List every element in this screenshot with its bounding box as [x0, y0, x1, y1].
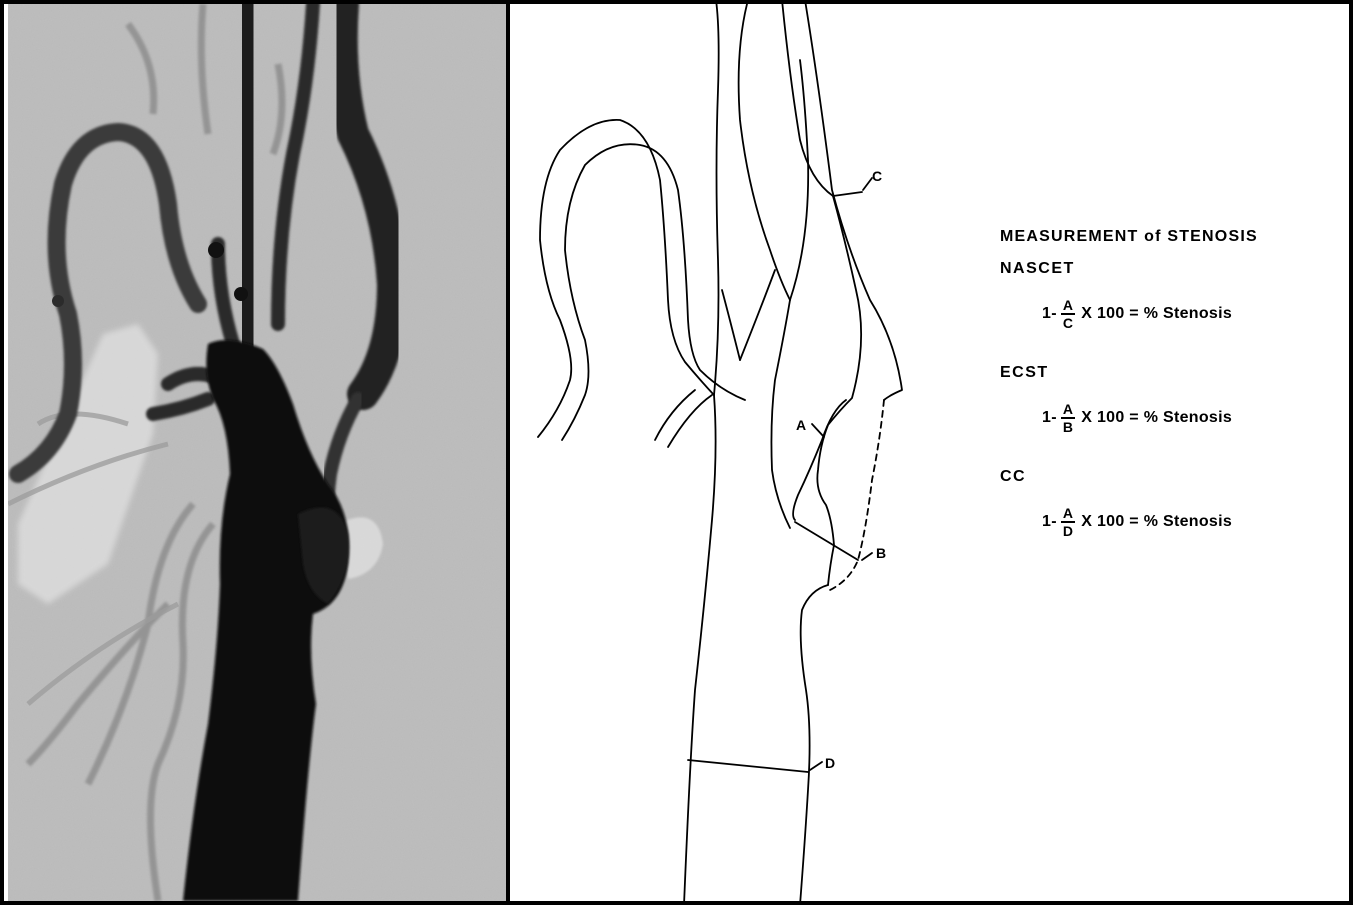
fraction-denominator: C [1061, 313, 1075, 331]
angiogram-image [8, 4, 506, 901]
label-b: B [876, 545, 886, 561]
dashed-wall [830, 400, 884, 590]
line-b [795, 522, 858, 560]
line-d [688, 760, 808, 772]
eca-trunk-right [739, 4, 790, 300]
formula-suffix: X 100 = % Stenosis [1081, 409, 1232, 427]
fraction-numerator: A [1061, 297, 1075, 313]
eca-join [740, 270, 775, 360]
formula-prefix: 1- [1042, 409, 1057, 427]
line-c [833, 192, 862, 196]
ica-outer-wall [805, 4, 902, 400]
label-c: C [872, 168, 882, 184]
legend-title: MEASUREMENT of STENOSIS [1000, 228, 1330, 246]
formula-suffix: X 100 = % Stenosis [1081, 305, 1232, 323]
formula-suffix: X 100 = % Stenosis [1081, 513, 1232, 531]
formula-cc: 1- A D X 100 = % Stenosis [1042, 502, 1330, 542]
arrow-b [862, 553, 872, 560]
formula-ecst: 1- A B X 100 = % Stenosis [1042, 398, 1330, 438]
loop-outer [538, 120, 714, 437]
formula-fraction: A C [1061, 297, 1075, 331]
angiogram-svg [8, 4, 506, 901]
carotid-diagram-svg: A B C D [510, 4, 970, 901]
method-cc: CC [1000, 468, 1330, 486]
eca-trunk-left [714, 4, 719, 395]
method-ecst: ECST [1000, 364, 1330, 382]
arrow-a [812, 424, 824, 437]
arrow-d [810, 762, 822, 770]
formula-prefix: 1- [1042, 513, 1057, 531]
formula-prefix: 1- [1042, 305, 1057, 323]
eca-branch [771, 300, 790, 528]
fraction-numerator: A [1061, 505, 1075, 521]
ica-inner-wall [782, 4, 861, 585]
arrow-c [863, 178, 872, 190]
fraction-denominator: B [1061, 417, 1075, 435]
eca-lower [722, 290, 740, 360]
loop-inner [562, 144, 745, 440]
cca-right-wall [800, 585, 828, 901]
formula-nascet: 1- A C X 100 = % Stenosis [1042, 294, 1330, 334]
formula-fraction: A D [1061, 505, 1075, 539]
formula-fraction: A B [1061, 401, 1075, 435]
label-a: A [796, 417, 806, 433]
small-branch-2 [668, 395, 712, 447]
stenosis-legend: MEASUREMENT of STENOSIS NASCET 1- A C X … [1000, 228, 1330, 572]
method-nascet: NASCET [1000, 260, 1330, 278]
fraction-numerator: A [1061, 401, 1075, 417]
carotid-diagram: A B C D [510, 4, 970, 901]
cca-left-wall [684, 395, 716, 901]
label-d: D [825, 755, 835, 771]
fraction-denominator: D [1061, 521, 1075, 539]
small-branch [655, 390, 695, 440]
